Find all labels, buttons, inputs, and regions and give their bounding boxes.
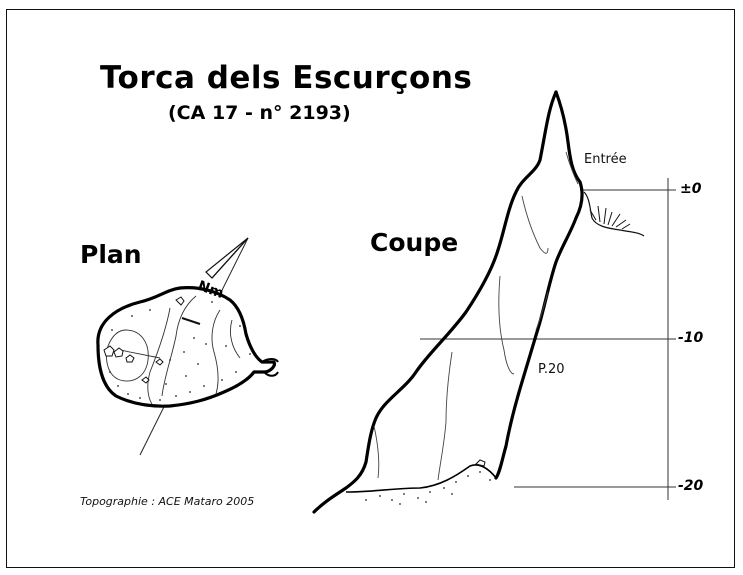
entrance-label: Entrée bbox=[584, 152, 627, 167]
plan-cave-outline bbox=[96, 286, 276, 408]
section-left-wall bbox=[312, 90, 558, 514]
section-right-wall bbox=[494, 90, 584, 480]
grass-tufts bbox=[589, 205, 631, 230]
plan-heading: Plan bbox=[80, 240, 142, 269]
surface-ground bbox=[583, 191, 645, 237]
plan-view bbox=[96, 237, 279, 456]
pitch-label: P.20 bbox=[538, 362, 565, 377]
survey-credit: Topographie : ACE Mataro 2005 bbox=[80, 495, 255, 508]
survey-subtitle: (CA 17 - n° 2193) bbox=[168, 102, 351, 124]
section-view bbox=[312, 90, 676, 514]
drawing-frame bbox=[6, 9, 735, 568]
depth-label-0: ±0 bbox=[680, 181, 702, 197]
section-heading: Coupe bbox=[370, 228, 459, 257]
floor-stipple bbox=[365, 471, 491, 505]
survey-title: Torca dels Escurçons bbox=[100, 60, 473, 96]
depth-label-20: -20 bbox=[678, 478, 704, 494]
section-floor bbox=[345, 464, 497, 493]
depth-label-10: -10 bbox=[678, 330, 704, 346]
